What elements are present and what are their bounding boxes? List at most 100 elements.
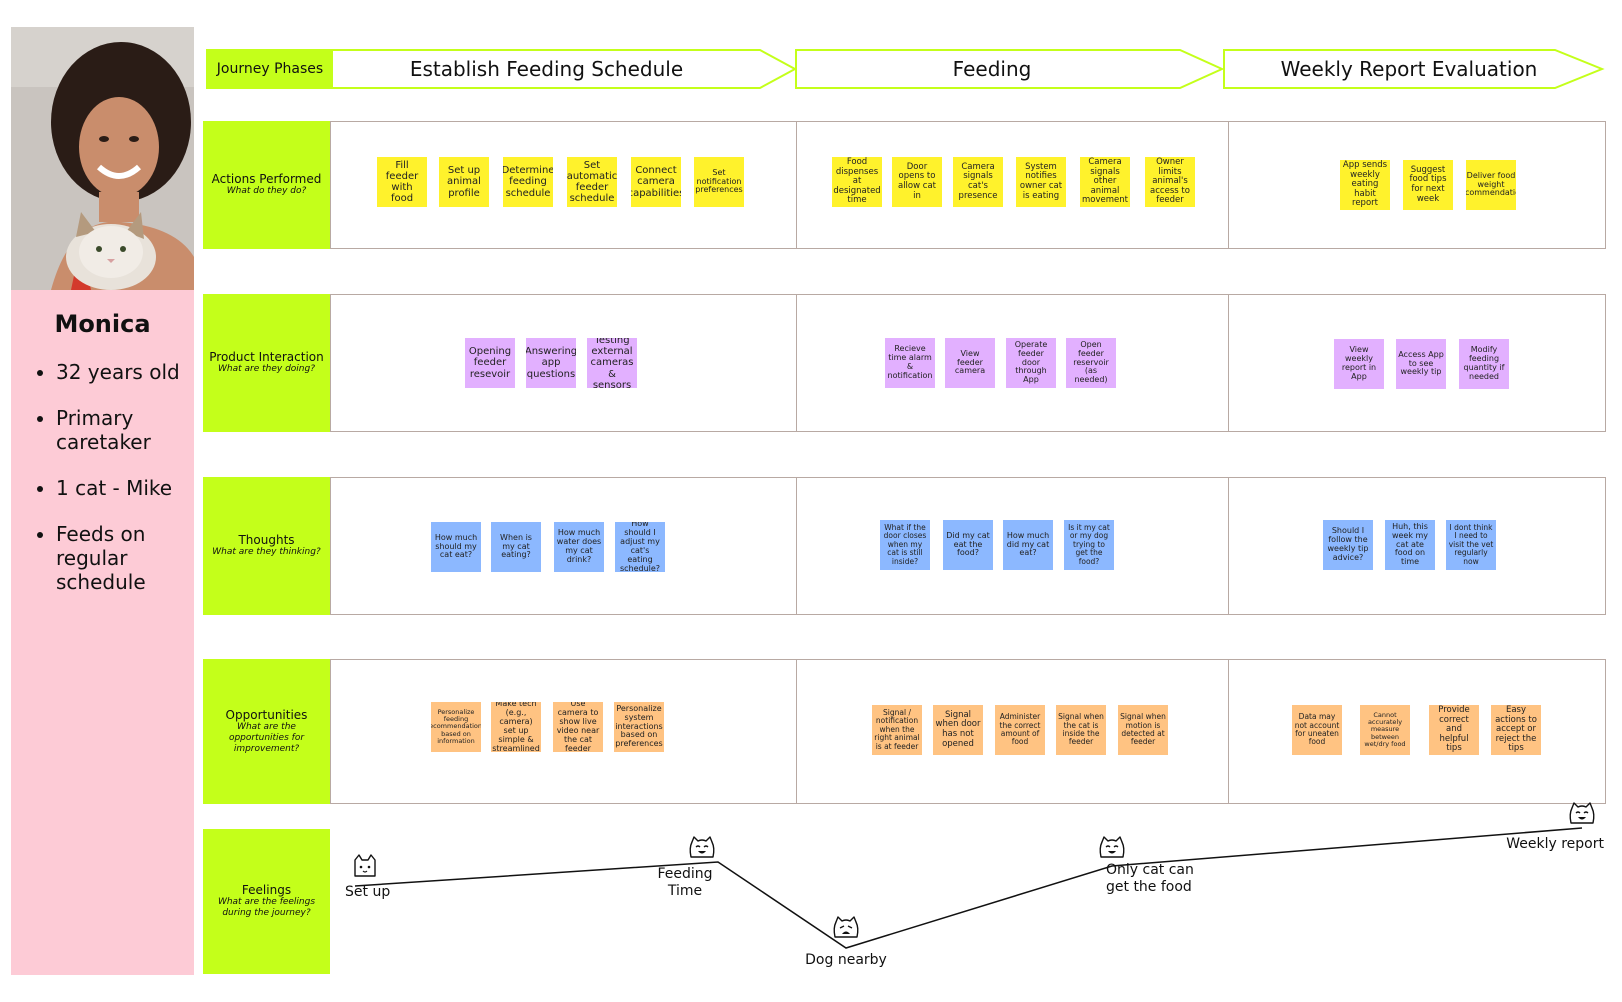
row-title: Opportunities <box>225 707 308 722</box>
sticky-note: Signal when door has not opened <box>933 705 983 755</box>
sticky-note: Use camera to show live video near the c… <box>553 702 603 752</box>
cell-interaction-establish: Opening feeder resevoir Answering app qu… <box>330 294 797 432</box>
sticky-note: System notifies owner cat is eating <box>1016 157 1066 207</box>
sticky-note: How should I adjust my cat's eating sche… <box>615 522 665 572</box>
persona-panel: Monica 32 years old Primary caretaker 1 … <box>11 290 194 975</box>
row-label-thoughts: Thoughts What are they thinking? <box>203 477 330 615</box>
row-subtitle: What are the feelings during the journey… <box>217 897 316 918</box>
row-subtitle: What do they do? <box>226 186 307 196</box>
row-label-product-interaction: Product Interaction What are they doing? <box>203 294 330 432</box>
phase-arrows <box>206 49 1605 89</box>
sticky-note: Easy actions to accept or reject the tip… <box>1491 705 1541 755</box>
persona-detail: Feeds on regular schedule <box>56 522 196 594</box>
sticky-note: Suggest food tips for next week <box>1403 160 1453 210</box>
sticky-note: Provide correct and helpful tips <box>1429 705 1479 755</box>
sticky-note: Food dispenses at designated time <box>832 157 882 207</box>
row-title: Thoughts <box>238 533 295 547</box>
sticky-note: How much should my cat eat? <box>431 522 481 572</box>
cell-actions-establish: Fill feeder with food Set up animal prof… <box>330 121 797 249</box>
sticky-note: Determine feeding schedule <box>503 157 553 207</box>
row-label-feelings: Feelings What are the feelings during th… <box>203 829 330 974</box>
happy-face-icon <box>1098 836 1126 860</box>
upset-face-icon <box>832 916 860 940</box>
sticky-note: When is my cat eating? <box>491 522 541 572</box>
sticky-note: Access App to see weekly tip <box>1396 339 1446 389</box>
persona-photo <box>11 27 194 290</box>
sticky-note: View feeder camera <box>945 338 995 388</box>
cell-opportunities-weekly: Data may not account for uneaten food Ca… <box>1228 659 1606 804</box>
persona-details: 32 years old Primary caretaker 1 cat - M… <box>29 360 196 616</box>
sticky-note: Operate feeder door through App <box>1006 338 1056 388</box>
phase-arrow-weekly <box>1223 49 1605 89</box>
phase-title-weekly: Weekly Report Evaluation <box>1280 57 1538 81</box>
sticky-note: Is it my cat or my dog trying to get the… <box>1064 520 1114 570</box>
feeling-label-feeding-time: Feeding Time <box>657 866 713 899</box>
feeling-label-weekly-report: Weekly report <box>1506 836 1604 852</box>
phase-tag-fill <box>207 50 333 88</box>
feeling-label-only-cat: Only cat can get the food <box>1106 862 1194 895</box>
happy-face-icon <box>688 836 716 860</box>
sticky-note: Personalize feeding recommendations base… <box>431 702 481 752</box>
sticky-note: Signal when the cat is inside the feeder <box>1056 705 1106 755</box>
row-subtitle: What are they doing? <box>218 364 315 374</box>
row-title: Actions Performed <box>211 172 322 186</box>
happy-face-icon <box>1568 802 1596 826</box>
sticky-note: Make tech (e.g., camera) set up simple &… <box>491 702 541 752</box>
persona-name: Monica <box>54 310 151 338</box>
sticky-note: App sends weekly eating habit report <box>1340 160 1390 210</box>
sticky-note: Signal when motion is detected at feeder <box>1118 705 1168 755</box>
sticky-note: How much did my cat eat? <box>1003 520 1053 570</box>
sticky-note: Personalize system interactions based on… <box>614 702 664 752</box>
row-subtitle: What are they thinking? <box>212 547 321 557</box>
cell-thoughts-feeding: What if the door closes when my cat is s… <box>796 477 1229 615</box>
sticky-note: Signal / notification when the right ani… <box>872 705 922 755</box>
row-title: Product Interaction <box>209 350 324 364</box>
sticky-note: Data may not account for uneaten food <box>1292 705 1342 755</box>
persona-portrait-image <box>11 27 194 290</box>
phase-title-establish: Establish Feeding Schedule <box>409 57 684 81</box>
persona-detail: 32 years old <box>56 360 196 384</box>
feeling-label-dog-nearby: Dog nearby <box>805 952 887 968</box>
phase-arrow-feeding <box>795 49 1225 89</box>
sticky-note: Should I follow the weekly tip advice? <box>1323 520 1373 570</box>
sticky-note: Answering app questions <box>526 338 576 388</box>
sticky-note: Camera signals other animal movement <box>1080 157 1130 207</box>
sticky-note: Cannot accurately measure between wet/dr… <box>1360 705 1410 755</box>
sticky-note: Fill feeder with food <box>377 157 427 207</box>
sticky-note: Recieve time alarm & notification <box>885 338 935 388</box>
cell-interaction-feeding: Recieve time alarm & notification View f… <box>796 294 1229 432</box>
sticky-note: Opening feeder resevoir <box>465 338 515 388</box>
sticky-note: Camera signals cat's presence <box>953 157 1003 207</box>
sticky-note: Modify feeding quantity if needed <box>1459 339 1509 389</box>
row-label-opportunities: Opportunities What are the opportunities… <box>203 659 330 804</box>
sticky-note: What if the door closes when my cat is s… <box>880 520 930 570</box>
sticky-note: Door opens to allow cat in <box>892 157 942 207</box>
sticky-note: Connect camera capabilities <box>631 157 681 207</box>
cell-actions-feeding: Food dispenses at designated time Door o… <box>796 121 1229 249</box>
cell-thoughts-establish: How much should my cat eat? When is my c… <box>330 477 797 615</box>
cell-interaction-weekly: View weekly report in App Access App to … <box>1228 294 1606 432</box>
sticky-note: Huh, this week my cat ate food on time <box>1385 520 1435 570</box>
sticky-note: Open feeder reservoir (as needed) <box>1066 338 1116 388</box>
feelings-line <box>354 827 1583 949</box>
sticky-note: Set up animal profile <box>439 157 489 207</box>
row-subtitle: What are the opportunities for improveme… <box>228 721 305 754</box>
sticky-note: I dont think I need to visit the vet reg… <box>1446 520 1496 570</box>
sticky-note: View weekly report in App <box>1334 339 1384 389</box>
cell-opportunities-establish: Personalize feeding recommendations base… <box>330 659 797 804</box>
sticky-note: Deliver food weight recommendation <box>1466 160 1516 210</box>
cat-neutral-icon <box>352 854 378 878</box>
row-title: Feelings <box>241 883 292 897</box>
sticky-note: Set automatic feeder schedule <box>567 157 617 207</box>
feeling-label-setup: Set up <box>345 884 391 900</box>
sticky-note: How much water does my cat drink? <box>554 522 604 572</box>
sticky-note: Set notification preferences <box>694 157 744 207</box>
sticky-note: Testing external cameras & sensors <box>587 338 637 388</box>
cell-actions-weekly: App sends weekly eating habit report Sug… <box>1228 121 1606 249</box>
cell-thoughts-weekly: Should I follow the weekly tip advice? H… <box>1228 477 1606 615</box>
sticky-note: Administer the correct amount of food <box>995 705 1045 755</box>
journey-phases-label-text: Journey Phases <box>216 61 324 77</box>
row-label-actions: Actions Performed What do they do? <box>203 121 330 249</box>
persona-detail: 1 cat - Mike <box>56 476 196 500</box>
